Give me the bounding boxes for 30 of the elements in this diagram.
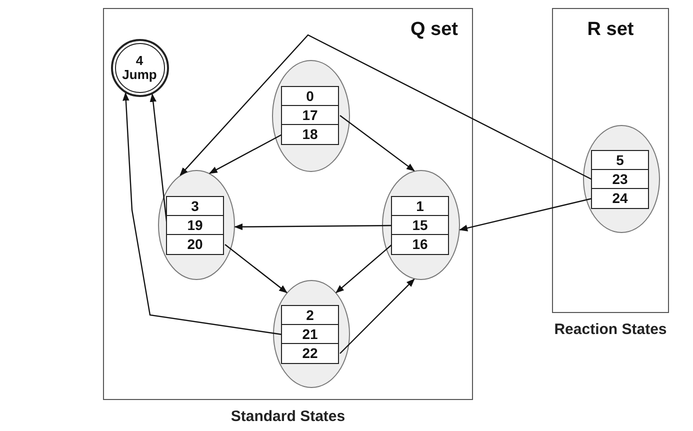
arrow	[336, 244, 392, 294]
state-row: 3	[166, 196, 224, 216]
arrow	[459, 198, 592, 232]
state-row: 22	[281, 343, 339, 364]
arrow	[340, 115, 415, 172]
arrow	[340, 278, 415, 354]
state-row: 21	[281, 324, 339, 344]
state-row: 16	[391, 234, 449, 254]
arrow	[224, 244, 288, 294]
arrow	[208, 134, 282, 174]
state-row: 2	[281, 305, 339, 326]
set-caption: Reaction States	[553, 321, 668, 338]
state-row: 1	[391, 196, 449, 216]
state-row: 23	[591, 169, 649, 190]
set-title: R set	[586, 19, 635, 41]
arrow	[234, 223, 392, 230]
set-caption: Standard States	[230, 408, 346, 425]
state-label: 4	[136, 54, 144, 68]
state-row: 5	[591, 150, 649, 170]
state-row: 24	[591, 188, 649, 208]
state-row: 15	[391, 215, 449, 236]
state-row: 19	[166, 215, 224, 236]
set-title: Q set	[410, 19, 458, 41]
state-row: 0	[281, 86, 339, 106]
state-label: Jump	[122, 68, 157, 82]
state-row: 17	[281, 105, 339, 126]
arrow	[180, 34, 592, 180]
arrow	[122, 92, 282, 336]
state-row: 18	[281, 124, 339, 144]
state-row: 20	[166, 234, 224, 254]
